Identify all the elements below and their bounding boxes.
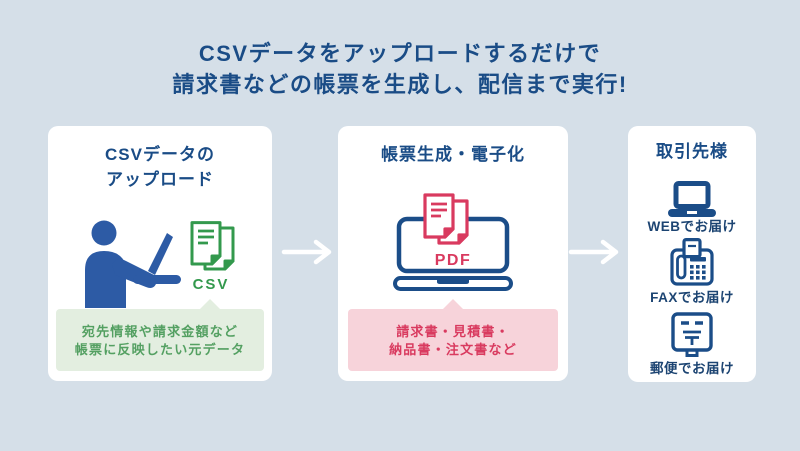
csv-documents-icon bbox=[190, 221, 235, 271]
callout-triangle bbox=[200, 299, 220, 309]
upload-note-line1: 宛先情報や請求金額など bbox=[81, 324, 239, 339]
page-title-line1: CSVデータをアップロードするだけで bbox=[198, 41, 602, 66]
step-deliver-panel: 取引先様 WEBでお届け FAXでお届け 郵便でお届け bbox=[628, 126, 756, 382]
person-at-laptop-icon bbox=[85, 220, 181, 308]
step-generate-panel: 帳票生成・電子化 PDF 請求書・見積書・ 納品書・注文書など bbox=[338, 126, 568, 381]
upload-note-line2: 帳票に反映したい元データ bbox=[74, 342, 246, 357]
postbox-icon bbox=[671, 312, 713, 357]
step-upload-panel: CSVデータの アップロード CSV 宛先情報や請求 bbox=[48, 126, 272, 381]
upload-note-callout: 宛先情報や請求金額など 帳票に反映したい元データ bbox=[56, 299, 264, 371]
pdf-file-label: PDF bbox=[434, 252, 472, 269]
deliver-post-label: 郵便でお届け bbox=[650, 361, 734, 376]
flow-arrow-icon bbox=[568, 239, 619, 265]
deliver-web-label: WEBでお届け bbox=[647, 219, 737, 234]
flow-arrow-icon bbox=[281, 239, 332, 265]
generate-note-line2: 納品書・注文書など bbox=[389, 342, 517, 357]
step-upload-title: CSVデータの アップロード bbox=[48, 142, 272, 192]
step-deliver-title: 取引先様 bbox=[656, 142, 728, 161]
csv-file-label: CSV bbox=[192, 276, 230, 293]
step-generate-title: 帳票生成・電子化 bbox=[381, 145, 525, 164]
laptop-pdf-icon bbox=[393, 193, 513, 291]
laptop-icon bbox=[668, 181, 716, 217]
page-title-line2: 請求書などの帳票を生成し、配信まで実行! bbox=[172, 72, 628, 97]
step-upload-title-line1: CSVデータの bbox=[105, 145, 215, 164]
generate-note-line1: 請求書・見積書・ bbox=[396, 324, 510, 339]
callout-triangle bbox=[443, 299, 463, 309]
step-upload-title-line2: アップロード bbox=[106, 170, 214, 189]
generate-note-callout: 請求書・見積書・ 納品書・注文書など bbox=[348, 299, 558, 371]
page-title: CSVデータをアップロードするだけで 請求書などの帳票を生成し、配信まで実行! bbox=[0, 38, 800, 100]
deliver-fax-label: FAXでお届け bbox=[650, 290, 734, 305]
fax-icon bbox=[670, 238, 714, 286]
